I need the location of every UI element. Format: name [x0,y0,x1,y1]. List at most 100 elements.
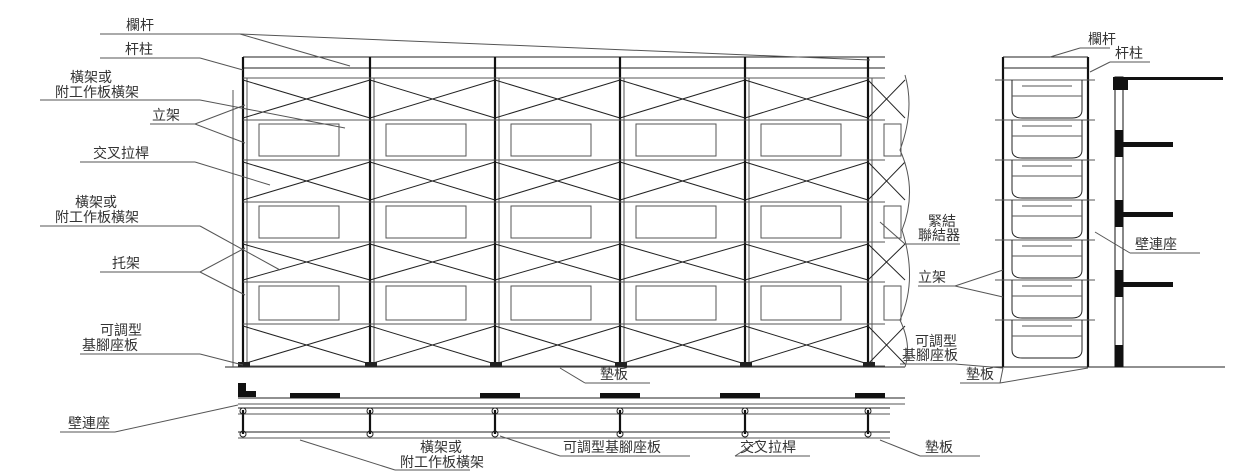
cross-brace [242,325,371,365]
cross-brace [744,79,869,119]
leader-line [954,285,1004,298]
leader-line [999,367,1089,384]
leader-line [194,123,246,144]
plan-column [480,393,520,398]
side-elevation [990,56,1225,368]
plan-wall-corner [238,383,256,397]
side-frame [1011,280,1083,319]
frame-panel [883,205,902,239]
frame-panel [510,123,592,157]
cross-brace [242,243,371,281]
side-frame [1011,200,1083,239]
plan-base-plate [491,407,499,415]
leader-line [954,269,1004,287]
leader-line [559,367,586,384]
base-plate [238,362,250,367]
cross-brace [242,161,371,201]
side-frame [1011,160,1083,199]
label-wall-tie: 壁連座 [1135,237,1177,253]
label-side-base-a: 可調型 [915,334,957,350]
label-plan-ledger-b: 附工作板橫架 [400,455,484,471]
plan-base-plate [741,407,749,415]
label-side-frame: 立架 [918,270,946,286]
cross-brace [867,79,906,119]
plan-base-plate [239,407,247,415]
label-side-post: 杆柱 [1115,46,1143,62]
plan-base-plate [491,430,499,438]
frame-panel [258,123,340,157]
cross-brace [619,243,746,281]
base-plate [490,362,502,367]
leader-line [239,33,871,61]
label-side-railing: 欄杆 [1088,32,1116,48]
frame-panel [635,123,717,157]
front-elevation [225,56,910,368]
leader-line [199,353,244,366]
label-sole-plate: 墊板 [600,367,628,383]
label-plan-wall-tie: 壁連座 [68,416,110,432]
frame-panel [258,285,340,321]
cross-brace [867,243,906,281]
leader-line [194,104,246,125]
cross-brace [494,161,621,201]
label-railing: 欄杆 [126,18,154,34]
leader-lines [40,33,1200,471]
label-side-sole-plate: 墊板 [966,367,994,383]
frame-panel [635,285,717,321]
leader-line [734,439,761,457]
plan-base-plate [616,407,624,415]
leader-line [879,221,906,245]
frame-panel [760,123,842,157]
frame-panel [258,205,340,239]
side-frame [1011,120,1083,159]
label-ledger-1b: 附工作板橫架 [55,85,139,101]
leader-line [999,367,1004,384]
cross-brace [494,79,621,119]
side-frame [1011,320,1083,359]
leader-line [199,271,246,296]
plan-base-plate [616,430,624,438]
leader-line [194,161,271,186]
base-plate [365,362,377,367]
leader-line [114,404,239,433]
label-base-a: 可調型 [100,323,142,339]
cross-brace [744,161,869,201]
frame-panel [635,205,717,239]
leader-line [499,435,561,457]
frame-panel [385,123,467,157]
label-ledger-1a: 橫架或 [70,70,112,86]
cross-brace [744,243,869,281]
leader-line [299,439,396,471]
cross-brace [494,325,621,365]
cross-brace [619,325,746,365]
floor-slab [1113,77,1223,90]
plan-column [600,393,640,398]
base-plate [740,362,752,367]
side-frame [1011,80,1083,119]
leader-line [879,439,921,457]
cross-brace [242,79,371,119]
label-post: 杆柱 [125,42,153,58]
leader-line [239,33,351,67]
leader-line [199,225,281,271]
frame-panel [760,285,842,321]
frame-panel [510,285,592,321]
plan-column [855,393,885,398]
wall-base [1115,345,1123,367]
frame-panel [510,205,592,239]
cross-brace [369,161,496,201]
leader-line [199,247,246,273]
floor-slab [1115,270,1173,297]
label-bracket: 托架 [112,256,140,272]
plan-base-plate [239,430,247,438]
frame-panel [385,285,467,321]
cross-brace [494,243,621,281]
leader-line [1049,47,1081,58]
cross-brace [867,161,906,201]
plan-base-plate [741,430,749,438]
cross-brace [369,243,496,281]
frame-panel [883,285,902,321]
leader-line [199,57,244,71]
